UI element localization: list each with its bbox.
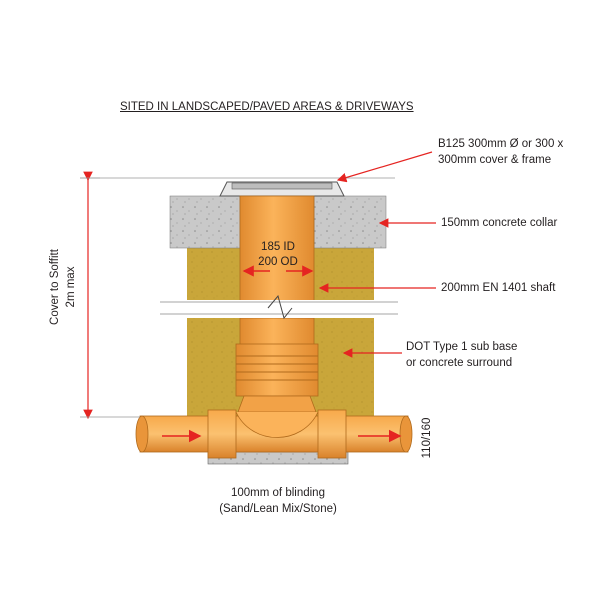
cover-to-soffit-label-2: 2m max xyxy=(65,266,77,308)
vertical-shaft-upper xyxy=(239,195,315,307)
cover-lid xyxy=(231,182,333,190)
shaft-label: 200mm EN 1401 shaft xyxy=(441,282,556,294)
pipe-end-right xyxy=(399,415,413,453)
collar-label: 150mm concrete collar xyxy=(441,217,558,229)
blinding-label-1: 100mm of blinding xyxy=(231,487,325,499)
vertical-shaft-lower xyxy=(239,317,315,349)
pipe-size-label: 110/160 xyxy=(421,417,433,459)
cover-frame-label-1: B125 300mm Ø or 300 x xyxy=(438,138,564,150)
concrete-collar-left xyxy=(169,195,241,249)
chamber-base xyxy=(237,395,317,413)
cover-to-soffit-label-1: Cover to Soffitt xyxy=(49,249,61,325)
concrete-collar-right xyxy=(313,195,387,249)
pipe-socket-left xyxy=(207,409,237,459)
shaft-id-label: 185 ID xyxy=(261,241,295,253)
leader-cover xyxy=(336,151,433,183)
section-break xyxy=(150,300,405,318)
pipe-socket-right xyxy=(317,409,347,459)
pipe-end-left xyxy=(135,415,149,453)
shaft-socket xyxy=(235,343,319,397)
cover-frame-label-2: 300mm cover & frame xyxy=(438,154,552,166)
shaft-od-label: 200 OD xyxy=(258,256,298,268)
surround-label-1: DOT Type 1 sub base xyxy=(406,341,518,353)
blinding-label-2: (Sand/Lean Mix/Stone) xyxy=(219,503,337,515)
surround-label-2: or concrete surround xyxy=(406,357,513,369)
diagram-title: SITED IN LANDSCAPED/PAVED AREAS & DRIVEW… xyxy=(120,101,414,113)
invert-channel xyxy=(235,411,319,438)
break-zigzag xyxy=(267,294,293,320)
